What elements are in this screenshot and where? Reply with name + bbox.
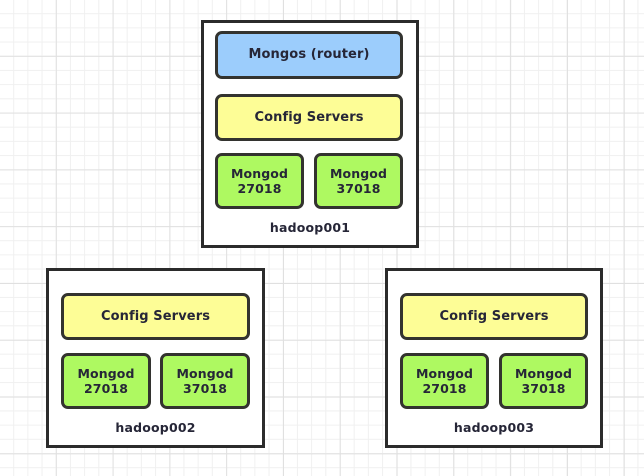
node-label-line: Mongod — [176, 365, 234, 381]
host-label-hadoop002: hadoop002 — [115, 420, 196, 435]
node-config-servers-hadoop001[interactable]: Config Servers — [215, 94, 403, 141]
host-container-hadoop001[interactable]: Mongos (router) Config Servers Mongod 27… — [201, 20, 419, 248]
node-port-line: 27018 — [84, 381, 128, 396]
node-port-line: 37018 — [521, 381, 566, 396]
node-mongod-37018-hadoop003[interactable]: Mongod 37018 — [499, 353, 588, 409]
host-container-hadoop002[interactable]: Config Servers Mongod 27018 Mongod 37018… — [46, 268, 265, 448]
node-port-line: 37018 — [183, 381, 227, 396]
node-mongod-37018-hadoop001[interactable]: Mongod 37018 — [314, 153, 403, 209]
node-mongod-37018-hadoop002[interactable]: Mongod 37018 — [160, 353, 250, 409]
node-label-line: Mongod — [77, 365, 135, 381]
node-mongos-router-hadoop001[interactable]: Mongos (router) — [215, 31, 403, 79]
node-config-servers-hadoop002[interactable]: Config Servers — [61, 293, 250, 340]
node-label-line: Mongod — [329, 165, 387, 181]
node-label-line: Mongos (router) — [248, 47, 370, 63]
node-label-line: Mongod — [514, 365, 572, 381]
node-label-line: Mongod — [415, 365, 473, 381]
node-port-line: 27018 — [422, 381, 467, 396]
node-mongod-27018-hadoop003[interactable]: Mongod 27018 — [400, 353, 489, 409]
node-mongod-27018-hadoop001[interactable]: Mongod 27018 — [215, 153, 304, 209]
host-label-hadoop003: hadoop003 — [453, 420, 535, 435]
host-label-hadoop001: hadoop001 — [269, 220, 351, 235]
node-config-servers-hadoop003[interactable]: Config Servers — [400, 293, 588, 340]
node-label-line: Mongod — [230, 165, 288, 181]
host-container-hadoop003[interactable]: Config Servers Mongod 27018 Mongod 37018… — [385, 268, 603, 448]
node-label-line: Config Servers — [100, 308, 211, 324]
node-label-line: Config Servers — [439, 308, 549, 324]
node-mongod-27018-hadoop002[interactable]: Mongod 27018 — [61, 353, 151, 409]
node-port-line: 27018 — [237, 181, 282, 196]
node-port-line: 37018 — [336, 181, 381, 196]
node-label-line: Config Servers — [254, 109, 364, 125]
